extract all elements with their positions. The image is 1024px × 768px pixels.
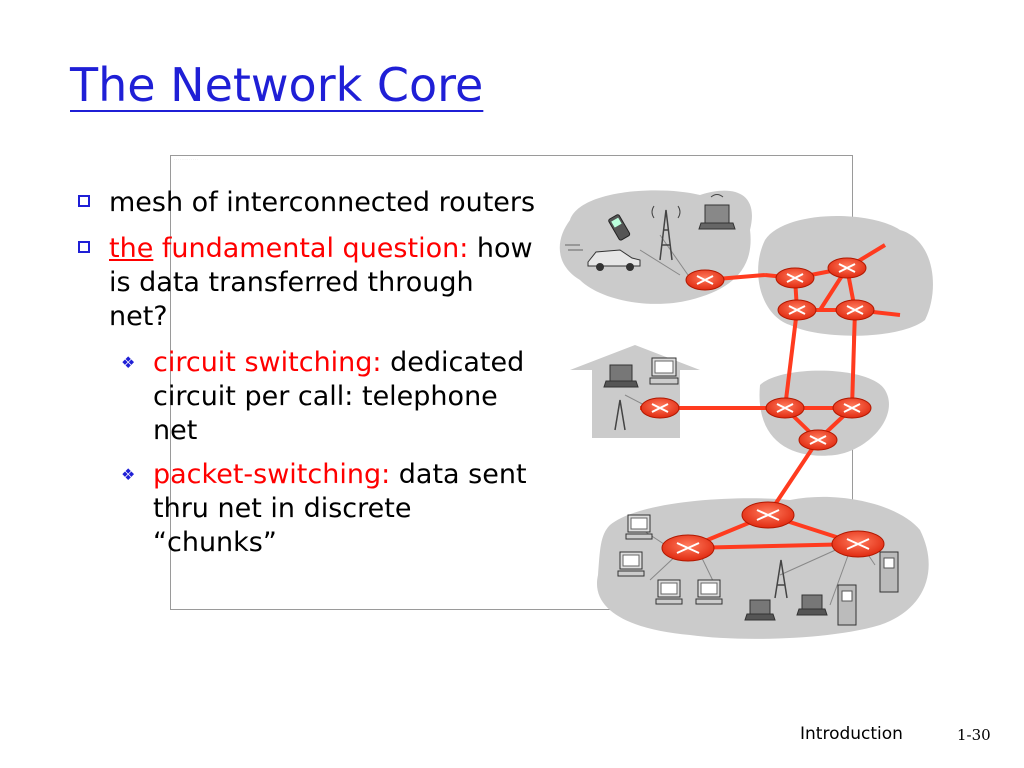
footer-label: Introduction <box>800 724 903 744</box>
laptop-icon <box>698 194 736 230</box>
cell-tower-icon <box>774 559 788 599</box>
slide-title: The Network Core <box>70 58 484 112</box>
router-icon <box>765 397 805 419</box>
router-icon <box>835 299 875 321</box>
sub-bullet-item: ❖ circuit switching: dedicated circuit p… <box>121 346 536 448</box>
sub-bullet-text: data sent thru net in discrete “chunks” <box>153 459 527 558</box>
sub-bullet-text: dedicated circuit per call: telephone ne… <box>153 347 525 446</box>
square-bullet-icon <box>78 195 90 207</box>
router-icon <box>798 429 838 451</box>
router-icon <box>777 299 817 321</box>
sub-bullet-emphasis: packet-switching: <box>153 459 391 490</box>
sub-bullet-item: ❖ packet-switching: data sent thru net i… <box>121 458 536 560</box>
server-icon <box>837 584 857 626</box>
bullet-list: mesh of interconnected routers the funda… <box>76 186 536 570</box>
laptop-icon <box>603 364 639 388</box>
bullet-emphasis: fundamental question: <box>153 233 469 264</box>
sub-bullet-emphasis: circuit switching: <box>153 347 382 378</box>
router-icon <box>685 269 725 291</box>
computer-icon <box>695 579 723 605</box>
router-icon <box>741 501 795 529</box>
house-shape <box>570 345 700 438</box>
router-icon <box>832 397 872 419</box>
server-icon <box>879 551 899 593</box>
computer-icon <box>617 551 645 577</box>
cell-tower-icon <box>614 399 626 431</box>
computer-icon <box>655 579 683 605</box>
bullet-emphasis-underlined: the <box>109 233 154 264</box>
cellphone-icon <box>608 214 631 241</box>
bullet-text: how is data transferred through net? <box>109 233 533 332</box>
car-icon <box>587 249 641 271</box>
laptop-icon <box>744 599 776 621</box>
computer-icon <box>649 357 679 385</box>
router-icon <box>640 397 680 419</box>
computer-icon <box>625 514 653 540</box>
middle-right-cloud <box>759 370 889 456</box>
diamond-bullet-icon: ❖ <box>121 465 136 484</box>
router-icon <box>661 534 715 562</box>
page-number: 1-30 <box>957 726 991 744</box>
square-bullet-icon <box>78 241 90 253</box>
router-icon <box>831 530 885 558</box>
router-icon <box>827 257 867 279</box>
network-core-diagram <box>559 190 933 639</box>
frame-caption: · · · · · · · · · · · · · <box>174 157 198 161</box>
bullet-item: the fundamental question: how is data tr… <box>76 232 536 334</box>
cell-tower-icon <box>651 205 681 261</box>
routers <box>640 257 885 562</box>
diamond-bullet-icon: ❖ <box>121 353 136 372</box>
router-icon <box>775 267 815 289</box>
bullet-item: mesh of interconnected routers <box>76 186 536 220</box>
bullet-text: mesh of interconnected routers <box>109 187 536 218</box>
laptop-icon <box>796 594 828 616</box>
